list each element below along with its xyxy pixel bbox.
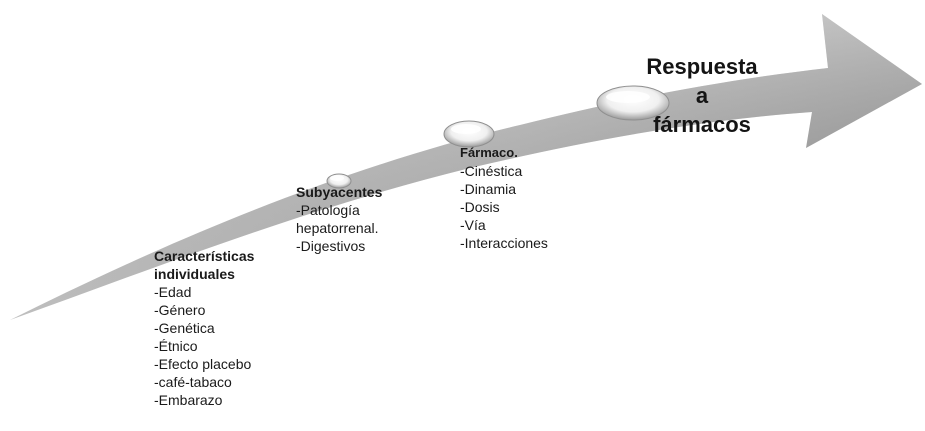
caracteristicas-item: -café-tabaco (154, 374, 232, 390)
farmaco-heading: Fármaco. (460, 145, 518, 160)
bubble-large-highlight (606, 91, 650, 103)
farmaco-item: -Cinéstica (460, 163, 523, 179)
subyacentes-item: -Patología (296, 202, 360, 218)
caracteristicas-item: -Embarazo (154, 392, 223, 408)
subyacentes-item: hepatorrenal. (296, 220, 379, 236)
farmaco-item: -Interacciones (460, 235, 548, 251)
farmaco-item: -Dosis (460, 199, 500, 215)
farmaco-block: Fármaco. -Cinéstica -Dinamia -Dosis -Vía… (460, 144, 548, 252)
caracteristicas-heading-line-2: individuales (154, 266, 235, 282)
caracteristicas-item: -Edad (154, 284, 192, 300)
subyacentes-heading: Subyacentes (296, 184, 383, 200)
title-line-1: Respuesta (646, 54, 758, 79)
caracteristicas-item: -Genética (154, 320, 215, 336)
subyacentes-item: -Digestivos (296, 238, 366, 254)
farmaco-item: -Dinamia (460, 181, 517, 197)
caracteristicas-block: Características individuales -Edad -Géne… (154, 247, 254, 409)
farmaco-item: -Vía (460, 217, 486, 233)
bubble-medium-highlight (451, 124, 481, 134)
subyacentes-block: Subyacentes -Patología hepatorrenal. -Di… (296, 183, 382, 255)
title-line-2: a (695, 83, 709, 108)
caracteristicas-item: -Efecto placebo (154, 356, 252, 372)
response-title: Respuesta a fármacos (628, 52, 776, 139)
caracteristicas-heading-line-1: Características (154, 248, 255, 264)
caracteristicas-item: -Étnico (154, 338, 198, 354)
title-line-3: fármacos (653, 112, 751, 137)
caracteristicas-item: -Género (154, 302, 206, 318)
arrow-shading (10, 14, 922, 320)
bubble-small-highlight (330, 175, 344, 181)
